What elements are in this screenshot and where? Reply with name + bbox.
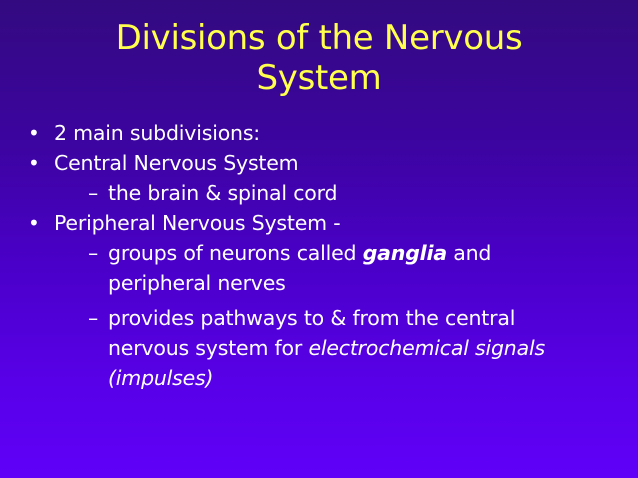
bullet-list: • 2 main subdivisions: • Central Nervous… [24, 118, 624, 393]
dash-icon: – [88, 241, 99, 265]
sub-bullet-text: provides pathways to & from the central [108, 306, 516, 330]
sub-bullet-item: – groups of neurons called ganglia and p… [24, 238, 624, 298]
sub-bullet-text-line2: nervous system for [108, 336, 309, 360]
emphasis-impulses: (impulses) [108, 366, 214, 390]
bullet-text: 2 main subdivisions: [54, 121, 261, 145]
sub-bullet-item: – provides pathways to & from the centra… [24, 303, 624, 393]
bullet-dot-icon: • [28, 121, 40, 145]
sub-bullet-text: and [446, 241, 492, 265]
bullet-dot-icon: • [28, 211, 40, 235]
dash-icon: – [88, 181, 99, 205]
bullet-item: • Central Nervous System [24, 148, 624, 178]
bullet-text: Peripheral Nervous System - [54, 211, 341, 235]
sub-bullet-text: the brain & spinal cord [108, 181, 338, 205]
emphasis-electrochemical-signals: electrochemical signals [308, 336, 545, 360]
bullet-text: Central Nervous System [54, 151, 299, 175]
slide-title: Divisions of the Nervous System [0, 18, 638, 98]
dash-icon: – [88, 306, 99, 330]
bullet-dot-icon: • [28, 151, 40, 175]
emphasis-ganglia: ganglia [362, 241, 447, 265]
sub-bullet-text-line2: peripheral nerves [108, 271, 286, 295]
bullet-item: • 2 main subdivisions: [24, 118, 624, 148]
sub-bullet-text: groups of neurons called [108, 241, 363, 265]
bullet-item: • Peripheral Nervous System - [24, 208, 624, 238]
sub-bullet-item: – the brain & spinal cord [24, 178, 624, 208]
title-line-1: Divisions of the Nervous [115, 18, 523, 58]
title-line-2: System [256, 58, 382, 98]
